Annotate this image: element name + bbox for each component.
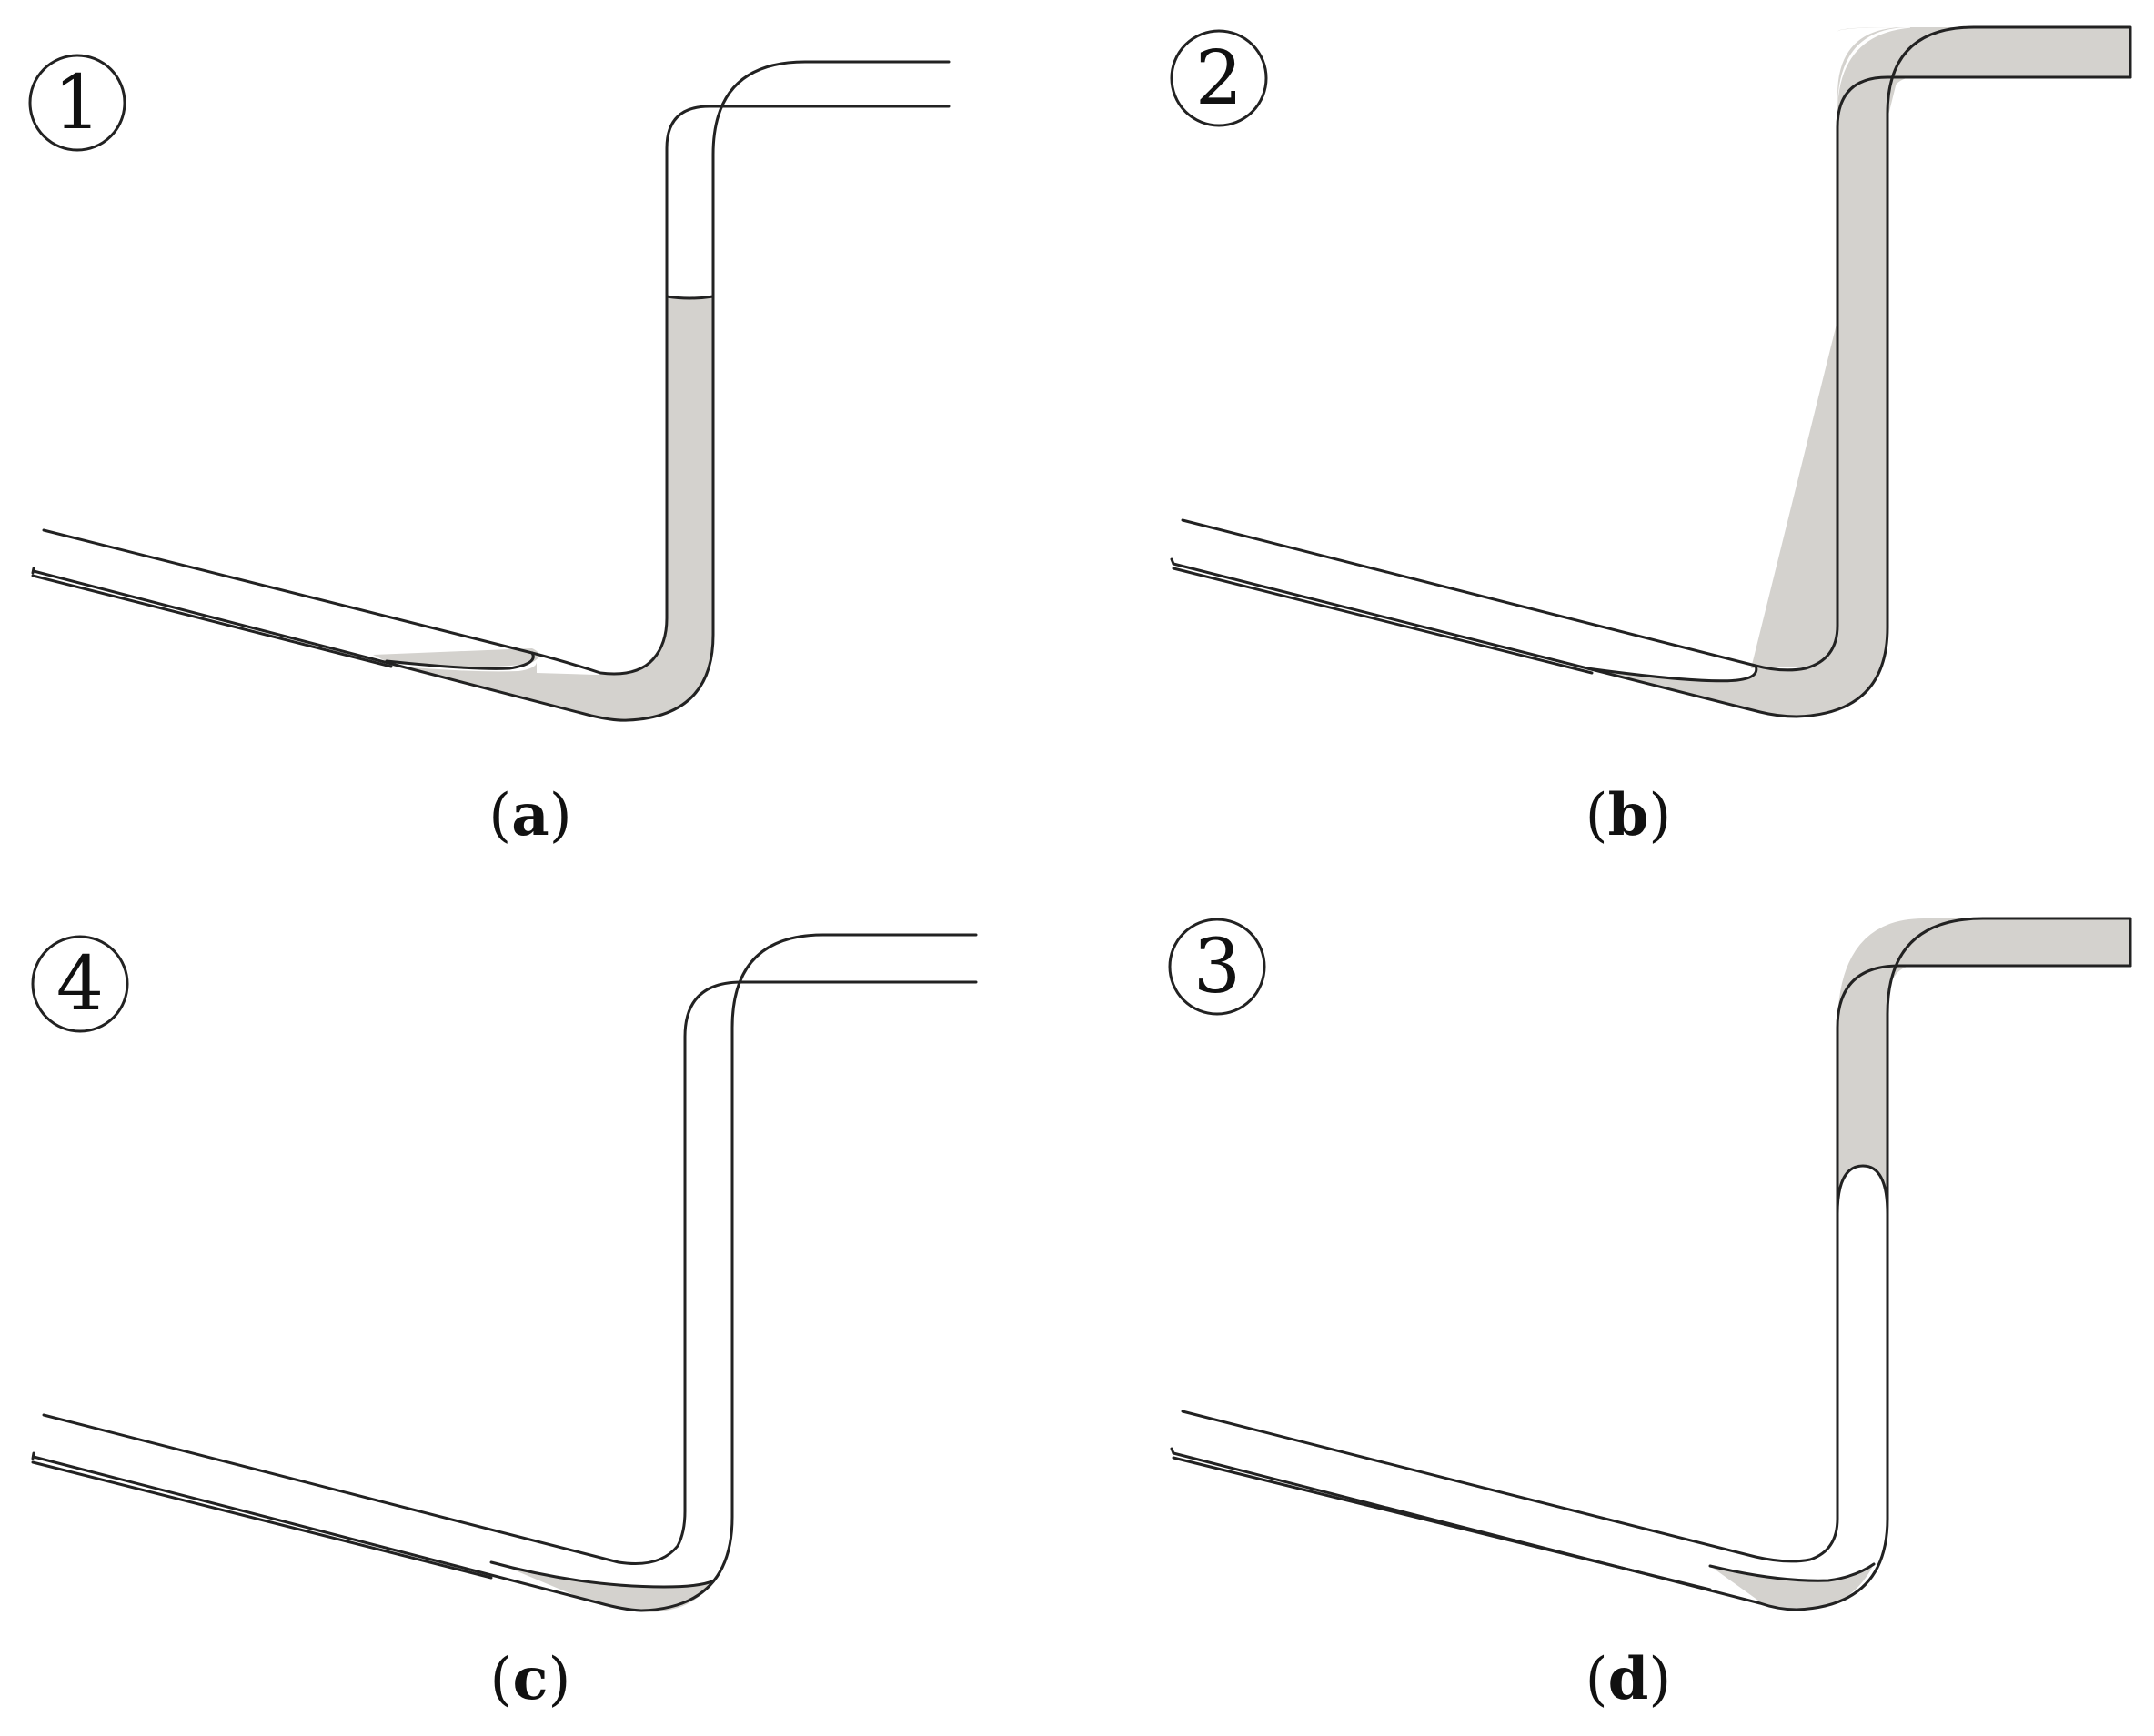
film-edge	[385, 651, 535, 670]
pipe-upper-wall	[42, 980, 978, 1566]
liquid-column	[1837, 918, 2130, 1209]
pipe-lower-wall	[32, 933, 978, 1612]
film-edge	[1708, 1562, 1876, 1582]
pipe-shell	[1170, 1447, 1712, 1591]
panel-d: 3 (d)	[1168, 917, 2132, 1713]
caption-c: (c)	[490, 1645, 571, 1713]
panel-b: 2 (b)	[1170, 25, 2132, 849]
pipe-upper-wall	[1181, 964, 2132, 1563]
step-number-b: 2	[1195, 35, 1243, 122]
caption-a: (a)	[488, 781, 571, 849]
step-number-c: 4	[56, 941, 104, 1028]
pipe-lower-wall	[32, 60, 951, 722]
pipe-shell	[31, 567, 393, 668]
panel-c: 4 (c)	[31, 933, 978, 1713]
step-circle-c	[31, 935, 129, 1033]
liquid-slug	[391, 297, 713, 720]
caption-d: (d)	[1585, 1645, 1672, 1713]
bubble-nose	[1836, 1164, 1889, 1216]
step-number-a: 1	[54, 60, 101, 146]
liquid-interface	[665, 295, 715, 300]
step-circle-a	[28, 54, 126, 152]
step-circle-d	[1168, 918, 1266, 1016]
liquid-column-main	[1592, 27, 2130, 717]
step-number-d: 3	[1193, 924, 1241, 1010]
caption-b: (b)	[1585, 781, 1672, 849]
liquid-film	[491, 1560, 714, 1612]
liquid-film	[373, 648, 539, 667]
pipe-shell	[31, 1451, 493, 1580]
film-edge	[1585, 664, 1758, 683]
panel-a: 1 (a)	[28, 54, 951, 849]
pipe-upper-wall	[42, 105, 951, 676]
pipe-upper-wall	[1181, 75, 2132, 672]
pipe-shell	[1170, 557, 1594, 675]
pipe-lower-wall	[1172, 25, 2132, 718]
pipe-lower-wall	[1172, 917, 2132, 1611]
step-circle-b	[1170, 29, 1268, 127]
liquid-column	[1751, 27, 2130, 668]
film-edge	[489, 1560, 716, 1589]
